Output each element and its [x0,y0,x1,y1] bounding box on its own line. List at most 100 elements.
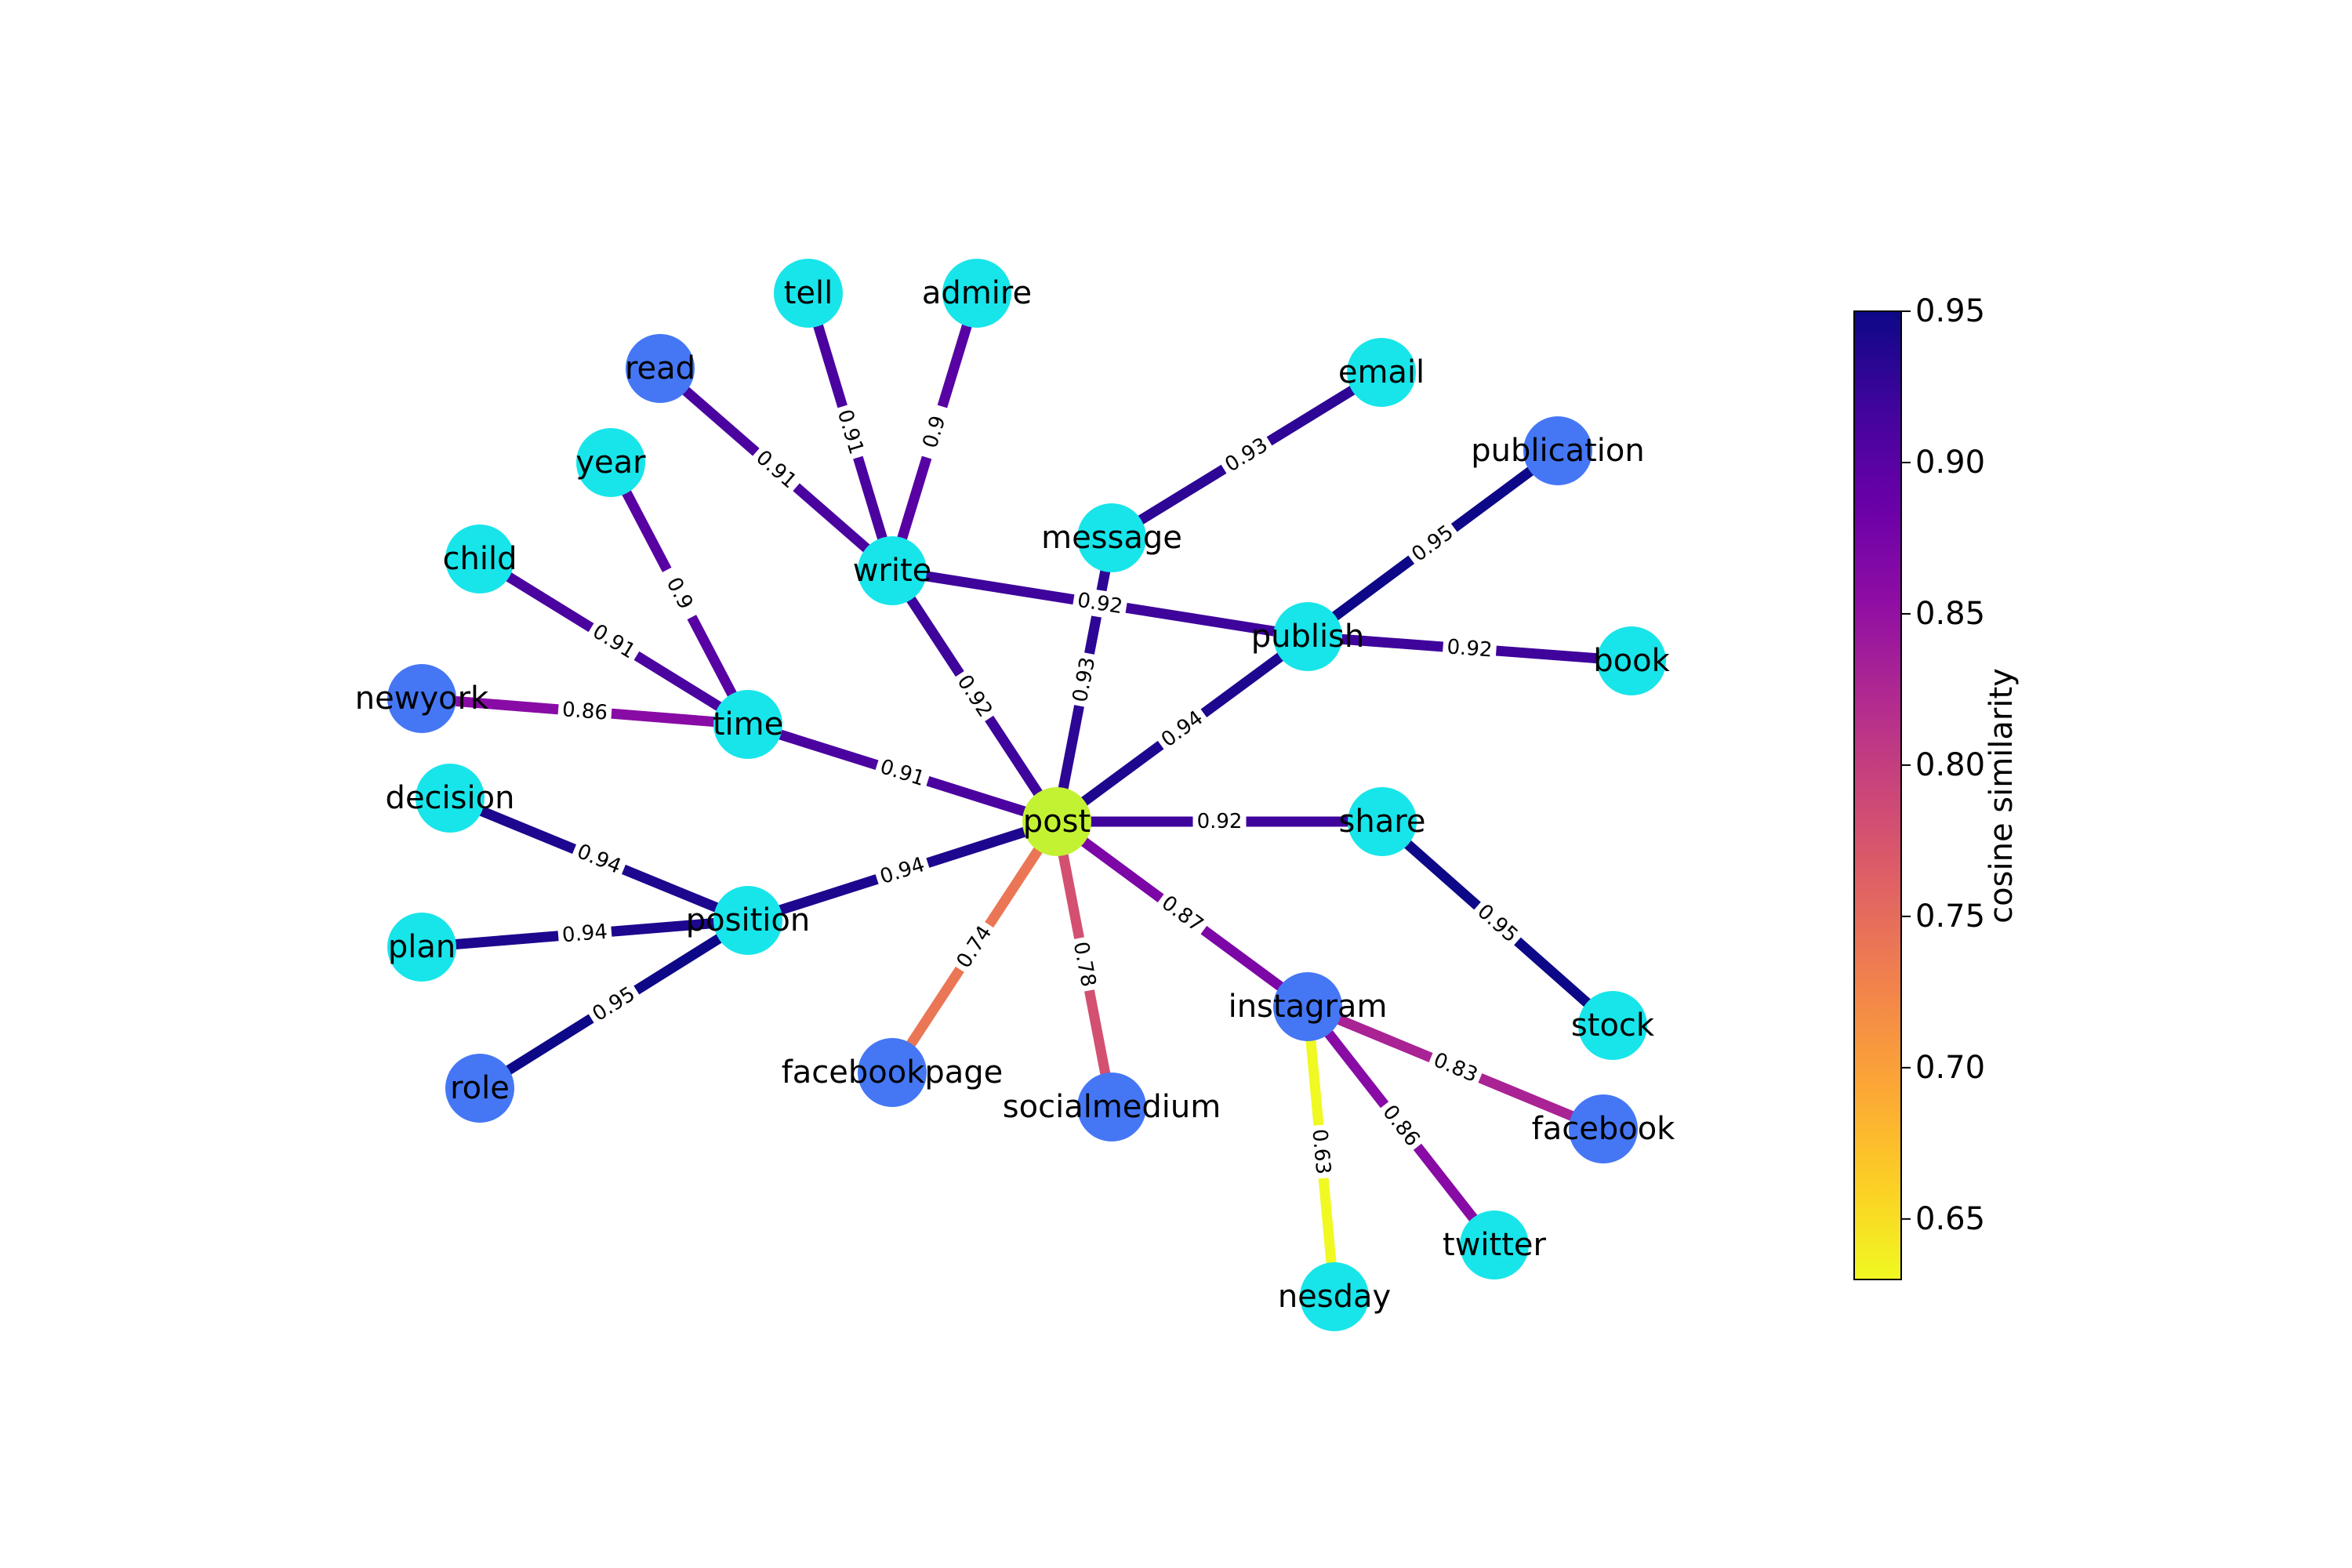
node-circle-tell [774,259,843,328]
node-circle-email [1347,338,1416,407]
node-label-role: role [450,1070,510,1106]
edge-label-bg [1152,702,1212,756]
edge-label-post-write: 0.92 [949,666,1000,726]
node-read: read [625,334,695,403]
edge-label-bg [913,402,956,462]
edge-weight-text: 0.9 [919,413,951,451]
edge-label-bg [1217,430,1276,481]
node-circle-instagram [1273,972,1342,1041]
edge-weight-text: 0.93 [1069,655,1100,705]
edge-weight-text: 0.86 [561,698,608,724]
node-newyork: newyork [355,664,489,733]
edge-label-bg [829,402,871,462]
edge-label-time-newyork: 0.86 [557,695,613,728]
edge-label-bg [1425,1045,1486,1091]
node-label-plan: plan [388,929,456,965]
edge-label-bg [1071,586,1129,622]
node-plan: plan [387,913,456,982]
node-publication: publication [1471,416,1645,485]
edge-label-bg [1065,935,1103,993]
node-label-stock: stock [1571,1007,1655,1044]
node-label-newyork: newyork [355,681,489,717]
node-circle-publish [1273,602,1342,671]
node-label-email: email [1338,354,1425,390]
edge-label-position-plan: 0.94 [557,918,613,949]
node-nesday: nesday [1278,1262,1391,1331]
nodes-layer: postwritemessagepublishshareinstagramsoc… [355,259,1675,1331]
node-post: post [1022,787,1091,856]
edge-label-write-publish: 0.92 [1071,586,1129,622]
node-label-time: time [713,706,783,742]
node-stock: stock [1571,991,1655,1060]
node-position: position [686,886,810,955]
edge-label-bg [949,666,1000,726]
node-circle-facebook [1569,1094,1638,1163]
edge-label-bg [557,918,613,949]
edge-label-bg [1468,895,1526,952]
node-circle-decision [416,764,485,833]
node-label-position: position [686,902,810,938]
edge-weight-text: 0.63 [1307,1128,1334,1175]
edge-label-bg [584,978,644,1030]
node-circle-twitter [1460,1210,1529,1279]
edge-label-bg [949,917,1000,977]
edge-label-bg [747,441,805,498]
node-circle-role [445,1054,514,1123]
edge-label-instagram-nesday: 0.63 [1305,1123,1338,1180]
edge-label-time-year: 0.9 [655,563,704,624]
edge-label-bg [1065,651,1103,709]
node-instagram: instagram [1229,972,1388,1041]
colorbar-tick-label: 0.65 [1915,1201,1985,1237]
node-circle-write [858,536,927,605]
node-tell: tell [774,259,843,328]
node-circle-message [1077,503,1146,572]
edge-label-bg [873,850,932,892]
node-circle-stock [1578,991,1647,1060]
edge-label-post-share: 0.92 [1192,808,1247,835]
node-email: email [1338,338,1425,407]
colorbar-tick-label: 0.75 [1915,898,1985,935]
node-label-share: share [1339,804,1426,840]
node-circle-share [1348,787,1417,856]
node-circle-year [576,428,645,497]
node-label-child: child [443,541,517,577]
edge-weight-text: 0.78 [1069,940,1100,989]
edge-label-post-position: 0.94 [873,850,932,892]
node-twitter: twitter [1443,1210,1547,1279]
colorbar-gradient [1853,310,1902,1280]
edge-label-bg [584,616,644,667]
node-circle-publication [1523,416,1592,485]
node-circle-post [1022,787,1091,856]
edge-weight-text: 0.92 [1197,810,1243,833]
node-label-twitter: twitter [1443,1227,1546,1263]
node-circle-admire [942,259,1011,328]
node-label-facebookpage: facebookpage [782,1054,1004,1091]
colorbar-tick-label: 0.85 [1915,596,1985,632]
edge-label-position-decision: 0.94 [569,837,629,882]
colorbar-tick-label: 0.90 [1915,445,1985,481]
colorbar-label: cosine similarity [1984,668,2020,924]
node-circle-book [1597,626,1666,695]
node-year: year [575,428,646,497]
node-facebookpage: facebookpage [782,1038,1004,1107]
node-circle-read [626,334,695,403]
edge-label-instagram-facebook: 0.83 [1425,1045,1486,1091]
node-label-message: message [1041,520,1182,556]
colorbar-tick-label: 0.80 [1915,747,1985,783]
edge-label-bg [1305,1123,1338,1180]
colorbar-tick-label: 0.95 [1915,293,1985,329]
node-admire: admire [922,259,1032,328]
node-socialmedium: socialmedium [1003,1073,1221,1142]
node-circle-time [713,690,782,759]
node-label-read: read [625,350,695,387]
node-facebook: facebook [1532,1094,1675,1163]
node-circle-plan [387,913,456,982]
node-circle-socialmedium [1077,1073,1146,1142]
node-circle-position [713,886,782,955]
node-circle-child [445,524,514,593]
node-label-write: write [853,553,932,589]
node-label-nesday: nesday [1278,1279,1391,1315]
edge-label-bg [1374,1096,1428,1156]
node-label-decision: decision [386,780,515,816]
node-label-instagram: instagram [1229,989,1388,1025]
